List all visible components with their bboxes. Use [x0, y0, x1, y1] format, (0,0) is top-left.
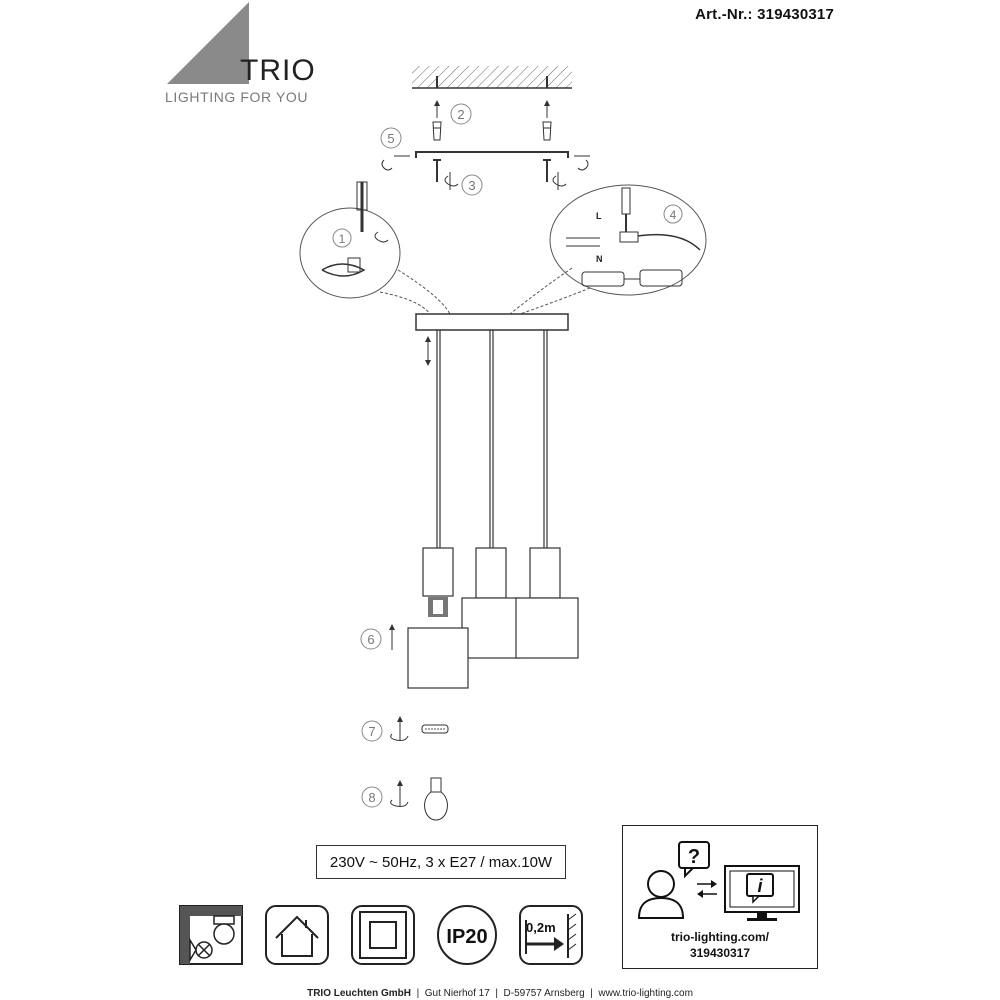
person-icon: [637, 870, 685, 919]
light-bulb-icon: [390, 777, 448, 821]
footer-address: Gut Nierhof 17: [424, 988, 490, 999]
info-glyph: i: [757, 876, 763, 896]
indoor-house-icon: [265, 905, 329, 965]
footer-separator: |: [590, 988, 593, 999]
screw-left-icon: [433, 159, 459, 190]
suspension-cables: [436, 330, 548, 548]
footer: TRIO Leuchten GmbH | Gut Nierhof 17 | D-…: [0, 988, 1000, 999]
step-2-marker: [450, 103, 472, 125]
ceiling-canopy: [415, 313, 569, 331]
footer-website[interactable]: www.trio-lighting.com: [598, 988, 693, 999]
lamp-sockets: [422, 547, 561, 617]
step-6-marker: [360, 628, 382, 650]
step-8-marker: [361, 786, 383, 808]
rotate-left-icon: [381, 159, 393, 171]
distance-label: 0,2m: [526, 920, 556, 935]
footer-separator: |: [416, 988, 420, 999]
brand-tagline: LIGHTING FOR YOU: [165, 89, 309, 105]
wall-plug-left-icon: [432, 100, 442, 141]
step-3-label: 3: [468, 178, 475, 193]
step-8-label: 8: [368, 790, 375, 805]
footer-separator: |: [495, 988, 498, 999]
lamp-shades: [407, 597, 579, 689]
ip-rating-label: IP20: [446, 926, 487, 948]
detail-bubble-strain-relief: [299, 181, 451, 315]
step-1-marker: [332, 228, 352, 248]
electrical-spec: 230V ~ 50Hz, 3 x E27 / max.10W: [316, 845, 566, 879]
question-bubble-icon: ?: [678, 841, 710, 879]
mounting-bracket: [394, 151, 590, 158]
protection-class-icon: [351, 905, 415, 965]
footer-city: D-59757 Arnsberg: [503, 988, 585, 999]
screw-ring-icon: [390, 716, 449, 741]
step-4-marker: [663, 204, 683, 224]
question-mark: ?: [688, 846, 700, 868]
ceiling: [412, 66, 572, 89]
step-6-label: 6: [367, 632, 374, 647]
article-number: Art.-Nr.: 319430317: [695, 6, 834, 23]
support-url[interactable]: trio-lighting.com/: [671, 930, 769, 944]
step-3-marker: [461, 174, 483, 196]
rotate-right-icon: [577, 159, 589, 171]
assembly-diagram: 2 5 3: [299, 66, 707, 821]
step-7-label: 7: [368, 724, 375, 739]
step-5-marker: [380, 127, 402, 149]
support-illustration: ? i: [637, 841, 800, 921]
wire-neutral-label: N: [596, 254, 603, 264]
detail-bubble-wiring: [509, 184, 707, 315]
height-adjust-arrow-icon: [425, 336, 431, 366]
ip20-icon: IP20: [437, 905, 497, 965]
step-1-label: 1: [339, 232, 346, 246]
step-2-label: 2: [457, 107, 464, 122]
brand-name: TRIO: [240, 54, 316, 87]
monitor-icon: i: [724, 865, 800, 921]
minimum-distance-icon: 0,2m: [519, 905, 583, 965]
screw-right-icon: [543, 159, 567, 190]
step-4-label: 4: [670, 208, 677, 222]
push-up-arrow-icon: [389, 624, 395, 650]
step-5-label: 5: [387, 131, 394, 146]
wire-live-label: L: [596, 211, 602, 221]
exchange-arrows-icon: [697, 880, 717, 898]
no-flammable-surface-icon: [179, 905, 243, 965]
trio-logo-triangle-icon: [167, 2, 249, 84]
support-info-box: ? i trio-lighting.com/ 319430317: [622, 825, 818, 969]
support-article-number: 319430317: [689, 946, 751, 960]
footer-company: TRIO Leuchten GmbH: [307, 988, 411, 999]
wall-plug-right-icon: [542, 100, 552, 141]
step-7-marker: [361, 720, 383, 742]
